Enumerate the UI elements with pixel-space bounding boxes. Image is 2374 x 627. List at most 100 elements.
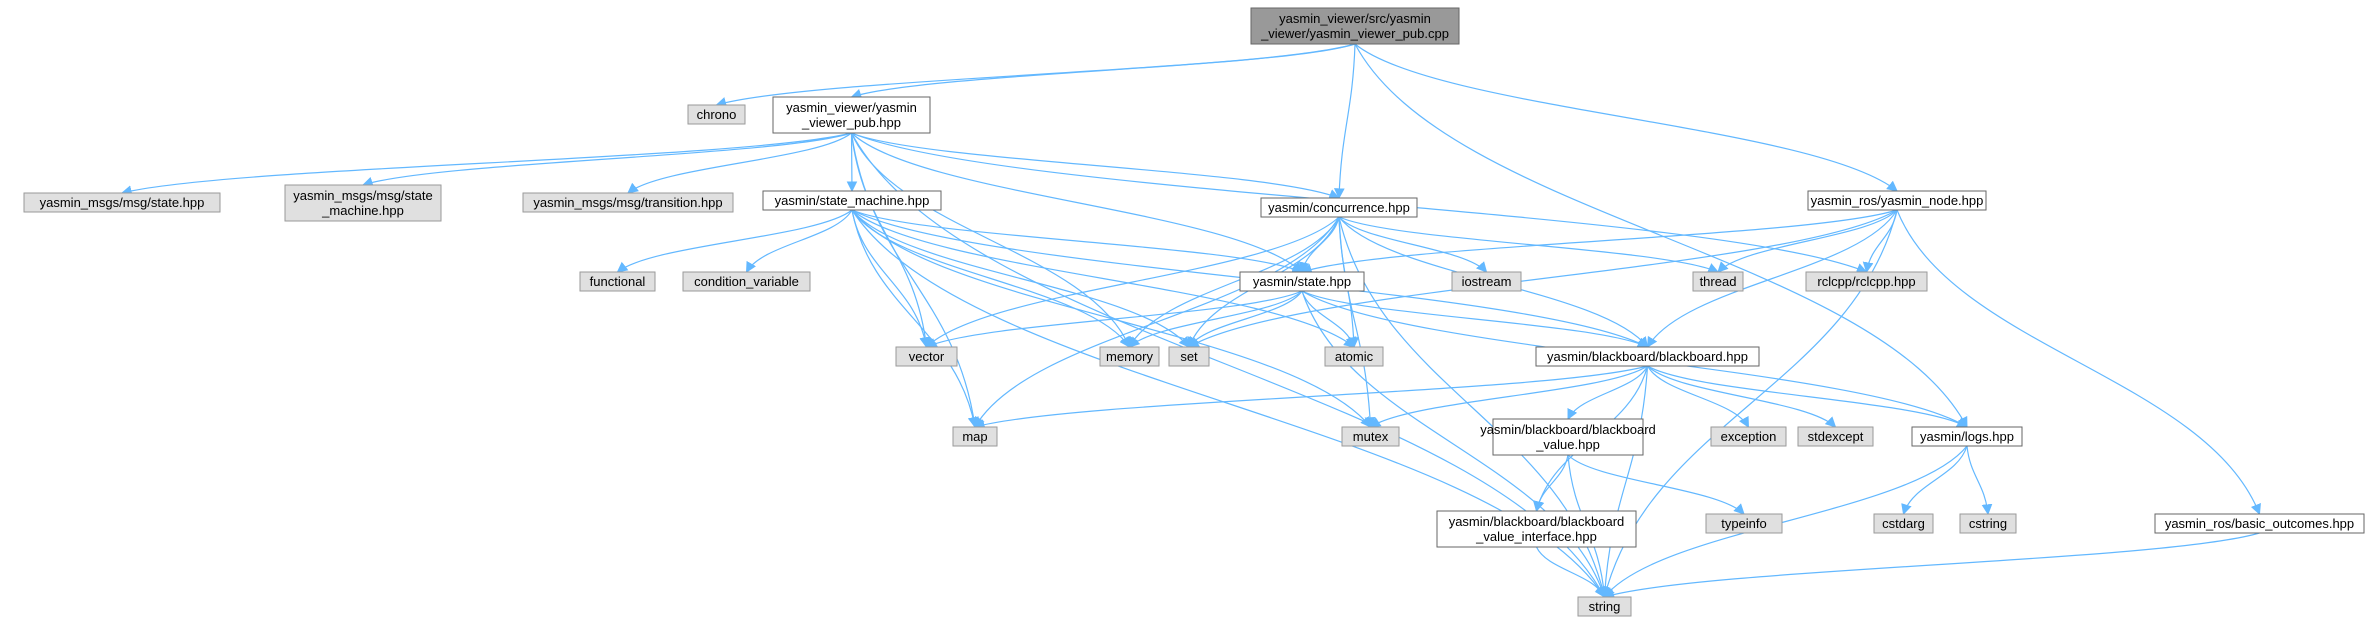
edge-statemachine-to-mutex	[851, 209, 1372, 428]
node-chrono: chrono	[687, 104, 746, 125]
node-string: string	[1577, 596, 1632, 617]
node-pubhpp-box	[772, 96, 931, 134]
node-exception-label: exception	[1721, 429, 1777, 444]
edge-concurrence-to-iostream	[1338, 216, 1488, 273]
edge-state-to-memory	[1128, 290, 1303, 348]
node-memory-box	[1099, 346, 1160, 367]
node-stdexcept-label: stdexcept	[1808, 429, 1864, 444]
edge-root-to-chrono	[715, 43, 1356, 108]
edge-yasminnode-to-set	[1188, 209, 1898, 348]
node-bbvalueif[interactable]: yasmin/blackboard/blackboard_value_inter…	[1436, 510, 1637, 548]
node-bbvalue[interactable]: yasmin/blackboard/blackboard_value.hpp	[1480, 418, 1656, 456]
node-typeinfo-box	[1705, 513, 1783, 534]
node-set-label: set	[1180, 349, 1198, 364]
node-concurrence[interactable]: yasmin/concurrence.hpp	[1260, 197, 1418, 218]
node-exception-box	[1710, 426, 1787, 447]
node-iostream: iostream	[1451, 271, 1522, 292]
edge-concurrence-to-mutex	[1338, 216, 1376, 429]
edge-bbvalueif-to-string	[1535, 546, 1606, 598]
node-iostream-box	[1451, 271, 1522, 292]
edge-statemachine-to-map	[851, 209, 979, 429]
node-bbvalueif-box	[1436, 510, 1637, 548]
edge-blackboard-to-logs	[1647, 365, 1968, 428]
edge-pubhpp-to-concurrence	[851, 132, 1341, 200]
node-blackboard-box	[1535, 346, 1760, 367]
node-condvar-label: condition_variable	[694, 274, 799, 289]
edge-logs-to-string	[1603, 445, 1968, 598]
edge-statemachine-to-functional	[616, 209, 853, 273]
node-basicoutcomes[interactable]: yasmin_ros/basic_outcomes.hpp	[2154, 513, 2365, 534]
node-state[interactable]: yasmin/state.hpp	[1239, 271, 1365, 292]
edge-state-to-set	[1188, 290, 1303, 348]
edge-statemachine-to-memory	[851, 209, 1131, 348]
node-statemachine-box	[762, 190, 942, 211]
node-yasminnode[interactable]: yasmin_ros/yasmin_node.hpp	[1807, 190, 1987, 211]
node-yasminnode-box	[1807, 190, 1987, 211]
edge-pubhpp-to-state	[851, 132, 1303, 273]
edge-statemachine-to-state	[851, 209, 1303, 274]
node-msgtrans: yasmin_msgs/msg/transition.hpp	[522, 192, 734, 213]
node-condvar: condition_variable	[682, 271, 811, 292]
node-blackboard-label: yasmin/blackboard/blackboard.hpp	[1547, 349, 1748, 364]
node-atomic-box	[1324, 346, 1384, 367]
edge-statemachine-to-atomic	[851, 209, 1355, 348]
node-vector: vector	[895, 346, 958, 367]
node-cstring-label: cstring	[1969, 516, 2007, 531]
node-pubhpp[interactable]: yasmin_viewer/yasmin_viewer_pub.hpp	[772, 96, 931, 134]
node-exception: exception	[1710, 426, 1787, 447]
node-thread-label: thread	[1700, 274, 1737, 289]
edges-layer	[120, 43, 2261, 600]
edge-pubhpp-to-statemachine	[846, 132, 858, 193]
node-rclcpp-box	[1805, 271, 1928, 292]
edge-concurrence-to-map	[974, 216, 1340, 428]
node-typeinfo: typeinfo	[1705, 513, 1783, 534]
node-pubhpp-label: _viewer_pub.hpp	[801, 115, 901, 130]
node-memory-label: memory	[1106, 349, 1153, 364]
edge-statemachine-to-condvar	[745, 209, 853, 273]
node-blackboard[interactable]: yasmin/blackboard/blackboard.hpp	[1535, 346, 1760, 367]
node-statemachine[interactable]: yasmin/state_machine.hpp	[762, 190, 942, 211]
node-set-box	[1168, 346, 1210, 367]
node-stdexcept: stdexcept	[1797, 426, 1874, 447]
edge-root-to-logs	[1354, 43, 1968, 428]
node-statemachine-label: yasmin/state_machine.hpp	[775, 193, 930, 208]
edge-state-to-atomic	[1301, 290, 1357, 349]
edge-yasminnode-to-basicoutcomes	[1896, 209, 2261, 516]
node-stdexcept-box	[1797, 426, 1874, 447]
node-mutex-box	[1341, 426, 1400, 447]
node-msgstate: yasmin_msgs/msg/state.hpp	[23, 192, 221, 213]
node-vector-box	[895, 346, 958, 367]
node-mutex-label: mutex	[1353, 429, 1389, 444]
node-logs-box	[1911, 426, 2023, 447]
node-bbvalue-label: _value.hpp	[1535, 437, 1600, 452]
edge-root-to-yasminnode	[1354, 43, 1898, 192]
edge-yasminnode-to-blackboard	[1646, 209, 1898, 348]
node-set: set	[1168, 346, 1210, 367]
node-yasminnode-label: yasmin_ros/yasmin_node.hpp	[1811, 193, 1984, 208]
node-rclcpp-label: rclcpp/rclcpp.hpp	[1817, 274, 1915, 289]
node-logs-label: yasmin/logs.hpp	[1920, 429, 2014, 444]
edge-pubhpp-to-msgsm	[361, 132, 852, 188]
node-cstring: cstring	[1959, 513, 2017, 534]
node-thread-box	[1692, 271, 1744, 292]
node-cstdarg-box	[1873, 513, 1934, 534]
edge-blackboard-to-bbvalue	[1567, 365, 1649, 420]
edge-bbvalue-to-bbvalueif	[1532, 454, 1569, 513]
node-atomic: atomic	[1324, 346, 1384, 367]
edge-yasminnode-to-state	[1300, 209, 1898, 275]
node-functional-box	[579, 271, 656, 292]
node-root[interactable]: yasmin_viewer/src/yasmin_viewer/yasmin_v…	[1250, 7, 1460, 45]
edge-bbvalue-to-typeinfo	[1567, 454, 1745, 515]
node-cstdarg-label: cstdarg	[1882, 516, 1925, 531]
edge-pubhpp-to-msgstate	[120, 132, 852, 196]
edge-blackboard-to-string	[1599, 365, 1649, 599]
node-msgstate-box	[23, 192, 221, 213]
node-logs[interactable]: yasmin/logs.hpp	[1911, 426, 2023, 447]
node-msgsm: yasmin_msgs/msg/state_machine.hpp	[284, 184, 442, 222]
node-typeinfo-label: typeinfo	[1721, 516, 1767, 531]
node-basicoutcomes-box	[2154, 513, 2365, 534]
node-memory: memory	[1099, 346, 1160, 367]
edge-concurrence-to-thread	[1338, 216, 1719, 274]
node-msgsm-label: yasmin_msgs/msg/state	[293, 188, 432, 203]
node-vector-label: vector	[909, 349, 945, 364]
